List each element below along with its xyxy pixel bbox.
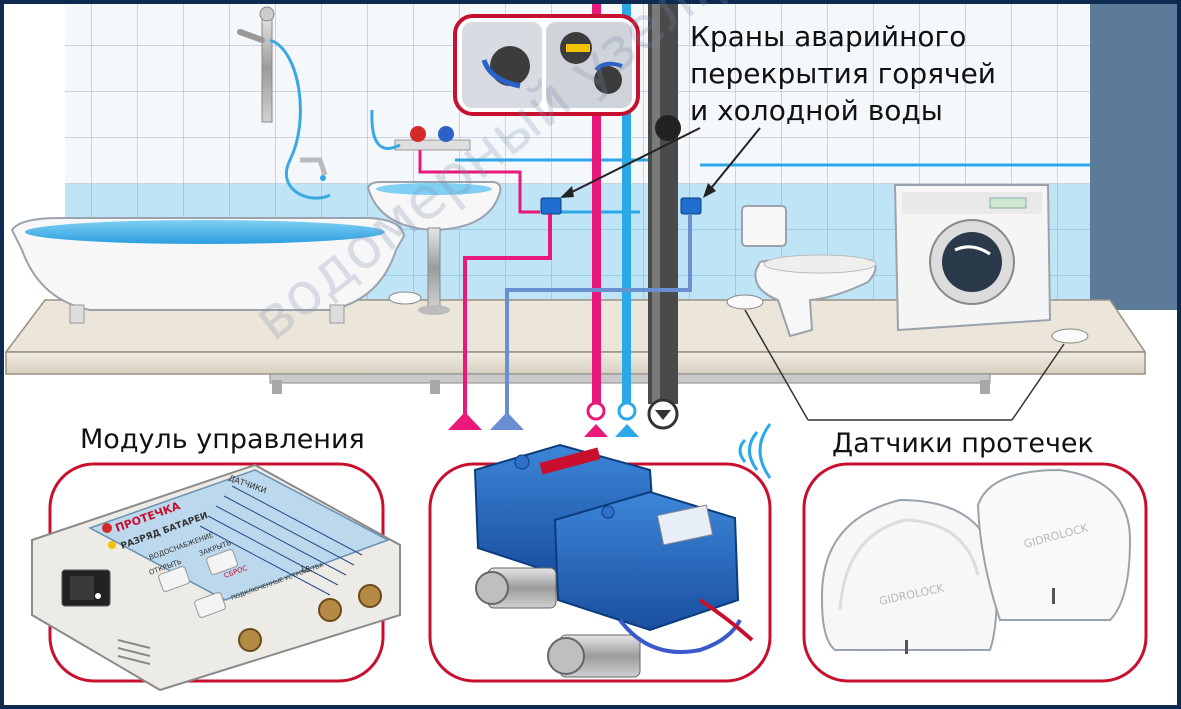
- callout-arrow-hot: [565, 127, 701, 196]
- valve-screw-icon: [514, 454, 530, 470]
- valve-label-sticker: [539, 447, 601, 475]
- emergency-valves-label-line2: перекрытия горячей: [690, 57, 997, 90]
- water-drop-icon: [320, 175, 326, 181]
- valve-cable-red: [698, 598, 754, 642]
- valve-body-edge: [594, 61, 623, 72]
- floor-edge: [5, 351, 1146, 375]
- bath-faucet: [300, 157, 328, 176]
- leak-sensor-back: [976, 468, 1132, 621]
- module-connector-icon: [238, 628, 262, 652]
- reset-button[interactable]: [194, 592, 226, 618]
- close-button[interactable]: [206, 549, 238, 575]
- emergency-valves-label-line1: Краны аварийного: [690, 20, 967, 53]
- sewer-riser-highlight: [652, 4, 660, 404]
- callout-arrowhead: [703, 183, 716, 198]
- emergency-valves-label: Краны аварийного перекрытия горячей и хо…: [690, 18, 1070, 129]
- shower-rail-cap: [259, 6, 275, 22]
- valve-lever-icon: [566, 44, 590, 52]
- callout-arrow-cold: [707, 127, 761, 193]
- sensor-list-line: [231, 485, 363, 556]
- sink-base: [418, 305, 450, 315]
- valve-screw-icon: [601, 505, 615, 519]
- sensor-list-line: [199, 525, 331, 596]
- power-switch-rocker: [70, 576, 94, 600]
- sink-water: [376, 183, 492, 195]
- riser-valve-knob-icon: [655, 115, 681, 141]
- sensor-callout-line: [1011, 343, 1065, 421]
- valve-thread-icon: [547, 637, 585, 675]
- shower-hose: [269, 38, 331, 200]
- floor-sensor-washer: [1051, 328, 1089, 344]
- valve-motor-icon: [490, 46, 530, 86]
- valve-motor-icon: [594, 66, 622, 94]
- module-vent-grille: [117, 639, 151, 665]
- cold-tap-knob-icon: [438, 126, 454, 142]
- bathtub-water: [25, 220, 385, 244]
- underfloor-pipe-bracket: [980, 380, 990, 394]
- valve-thread-icon: [475, 571, 509, 605]
- washing-machine-drum: [942, 232, 1002, 292]
- cold-flow-arrow-icon: [615, 424, 639, 437]
- cold-water-riser: [622, 4, 631, 404]
- washing-machine-display: [989, 197, 1027, 209]
- hot-branch-pipe: [418, 150, 540, 214]
- valve-body-edge: [481, 59, 521, 89]
- sensor-probe-icon: [1052, 588, 1055, 604]
- cold-valve-cable: [505, 214, 692, 420]
- power-symbol-icon: [95, 593, 101, 599]
- sink-basin: [366, 181, 502, 232]
- valve-cable-blue: [618, 618, 742, 654]
- hot-inlet-icon: [586, 401, 606, 421]
- callout-arrowhead: [560, 186, 574, 198]
- bathtub-foot: [69, 304, 85, 324]
- control-module-label: Модуль управления: [80, 424, 365, 455]
- sink-pedestal: [427, 227, 441, 309]
- alarm-led-icon: [102, 523, 112, 533]
- module-connector-icon: [318, 598, 342, 622]
- underfloor-pipe-bracket: [272, 380, 282, 394]
- module-connector-icon: [358, 584, 382, 608]
- sink-hose: [370, 109, 401, 150]
- emergency-valves-label-line3: и холодной воды: [690, 94, 943, 127]
- wireless-wave-icon: [758, 423, 772, 479]
- hot-cable-arrow-icon: [448, 412, 482, 430]
- sensor-list-line: [223, 495, 355, 566]
- right-wall-shadow: [1090, 4, 1177, 310]
- hot-tap-knob-icon: [410, 126, 426, 142]
- floor-sensor-bath: [388, 291, 422, 305]
- cold-cable-arrow-icon: [490, 412, 524, 430]
- wireless-wave-icon: [748, 431, 759, 471]
- open-button[interactable]: [158, 566, 190, 592]
- sensor-callout-line: [744, 309, 809, 421]
- sensor-number-15: 15: [300, 565, 310, 574]
- sensor-highlight: [838, 518, 980, 611]
- hot-valve-cable: [463, 214, 552, 420]
- cold-shutoff-valve: [680, 197, 702, 215]
- sewer-flow-arrow-icon: [655, 410, 671, 420]
- underfloor-pipe-bracket: [430, 380, 440, 394]
- sensor-list-line: [215, 505, 347, 576]
- hot-water-riser: [592, 4, 601, 404]
- sensor-probe-icon: [905, 640, 908, 654]
- door-glare: [954, 245, 991, 256]
- leak-sensors-label: Датчики протечек: [832, 428, 1094, 459]
- sensor-list-line: [207, 515, 339, 586]
- shower-rail: [261, 13, 273, 123]
- hot-shutoff-valve: [540, 197, 562, 215]
- toilet-seat: [763, 254, 877, 274]
- battery-led-icon: [108, 541, 116, 549]
- cold-inlet-icon: [617, 401, 637, 421]
- bathtub-foot: [329, 304, 345, 324]
- shower-head-icon: [237, 29, 265, 43]
- hot-flow-arrow-icon: [584, 424, 608, 437]
- wireless-wave-icon: [738, 438, 747, 463]
- floor-sensor-toilet: [726, 294, 764, 310]
- toilet-tank: [741, 205, 787, 247]
- valve-spec-plate: [656, 504, 714, 546]
